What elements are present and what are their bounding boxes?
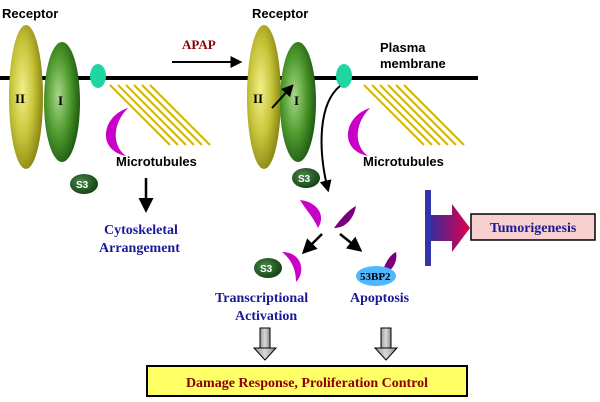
cytoskeletal-label-line1: Cytoskeletal	[104, 223, 178, 238]
receptor-subunit-i-left	[44, 42, 80, 162]
activation-arrow	[271, 84, 294, 109]
cytoskeletal-label-line2: Arrangement	[99, 241, 180, 256]
damage-response-label: Damage Response, Proliferation Control	[186, 376, 428, 391]
microtubules-label-right: Microtubules	[363, 154, 444, 169]
s3-label-left: S3	[76, 180, 89, 191]
bp2-protein	[356, 266, 396, 286]
released-fragment-dark	[334, 206, 356, 228]
apoptosis-label: Apoptosis	[350, 291, 410, 306]
microtubules-right	[363, 84, 465, 146]
inhibition-bar	[425, 190, 431, 266]
damage-response-box	[146, 365, 468, 397]
tumorigenesis-arrow	[431, 204, 470, 252]
teal-protein-right	[336, 64, 352, 88]
plasma-membrane-label-line1: Plasma	[380, 40, 426, 55]
receptor-label-right: Receptor	[252, 6, 308, 21]
s3-protein-bottom	[254, 258, 282, 278]
receptor-label-left: Receptor	[2, 6, 58, 21]
arrow-to-apoptosis	[339, 233, 363, 252]
microtubules-label-left: Microtubules	[116, 154, 197, 169]
plasma-membrane-label-line2: membrane	[380, 56, 446, 71]
release-arrow	[319, 85, 341, 193]
tumorigenesis-label: Tumorigenesis	[490, 221, 577, 236]
gray-arrow-right	[373, 327, 399, 361]
subunit-i-label-left: I	[58, 93, 63, 108]
receptor-subunit-ii-left	[9, 25, 43, 169]
arrow-to-transcription	[301, 233, 323, 255]
tumorigenesis-box	[470, 213, 596, 241]
s3-protein-right	[292, 168, 320, 188]
bp2-label: 53BP2	[360, 271, 391, 283]
gray-arrow-left	[252, 327, 278, 361]
subunit-ii-label-left: II	[15, 91, 25, 106]
subunit-ii-label-right: II	[253, 91, 263, 106]
receptor-subunit-ii-right	[247, 25, 281, 169]
apap-label: APAP	[182, 37, 216, 52]
receptor-subunit-i-right	[280, 42, 316, 162]
transcriptional-label-line1: Transcriptional	[215, 291, 308, 306]
magenta-protein-bottom	[282, 252, 302, 282]
magenta-protein-left	[105, 108, 128, 156]
magenta-protein-right	[347, 108, 370, 156]
microtubules-left	[109, 84, 211, 146]
s3-label-right: S3	[298, 174, 311, 185]
subunit-i-label-right: I	[294, 93, 299, 108]
transcriptional-label-line2: Activation	[235, 309, 297, 324]
s3-protein-left	[70, 174, 98, 194]
released-fragment-magenta	[300, 200, 322, 228]
s3-label-bottom: S3	[260, 264, 273, 275]
teal-protein-left	[90, 64, 106, 88]
